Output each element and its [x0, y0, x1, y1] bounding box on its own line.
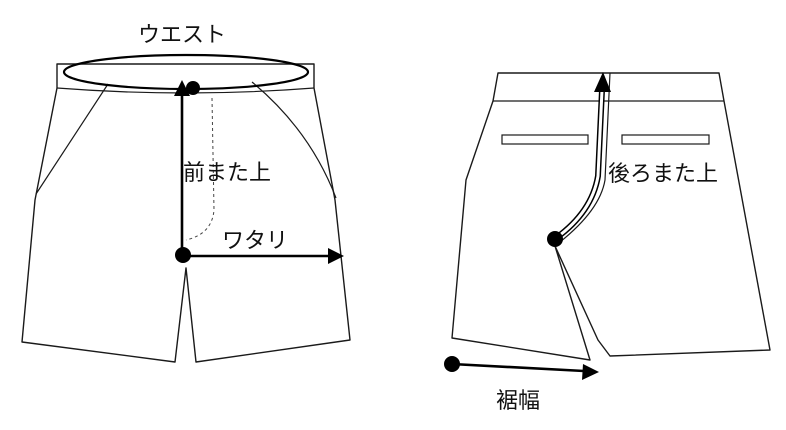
back-crotch-dot [547, 231, 563, 247]
back-rise-label: 後ろまた上 [608, 162, 718, 187]
back-shorts-outline [451, 72, 771, 361]
hem-width-measure-line [450, 362, 586, 373]
back-view: 後ろまた上 裾幅 [444, 72, 771, 414]
front-left-pocket-line [35, 83, 109, 195]
hem-width-start-dot [444, 356, 460, 372]
front-right-pocket-line [251, 81, 337, 199]
hem-width-label: 裾幅 [496, 389, 540, 414]
front-view: ウエスト 前また上 ワタリ [21, 23, 351, 363]
back-right-pocket [621, 134, 710, 145]
hem-width-arrowhead [582, 364, 599, 380]
thigh-arrowhead [328, 248, 344, 264]
front-rise-arrowhead [174, 80, 190, 96]
front-fly-stitch [185, 97, 215, 241]
back-center-seam [559, 72, 611, 243]
back-left-pocket [501, 134, 589, 145]
front-rise-top-dot [186, 81, 200, 95]
front-rise-label: 前また上 [183, 161, 271, 186]
back-rise-arrowhead [594, 72, 611, 92]
waist-label: ウエスト [138, 23, 226, 48]
thigh-label: ワタリ [222, 229, 288, 254]
front-shorts-outline [21, 63, 351, 363]
crotch-point-dot [175, 247, 191, 263]
back-rise-measure-inner [554, 88, 604, 240]
